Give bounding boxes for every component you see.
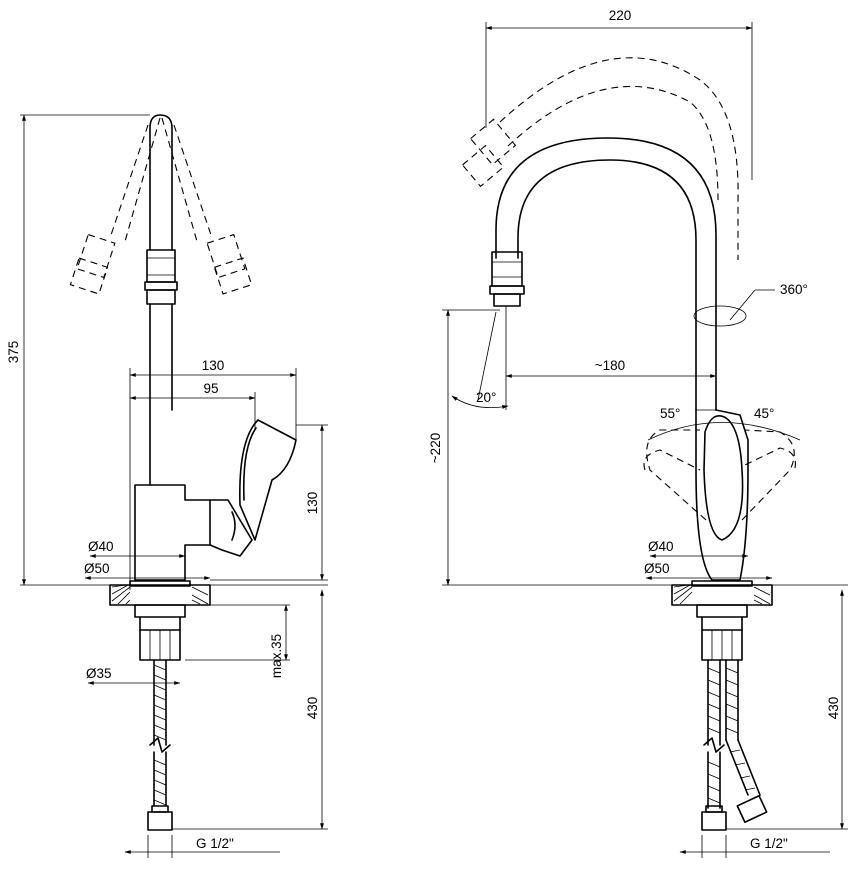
right-spout-diameter: Ø40 xyxy=(648,539,674,554)
left-hose-length: 430 xyxy=(305,697,320,720)
left-shank-diameter: Ø35 xyxy=(86,666,112,681)
left-spout-swing-right xyxy=(161,117,253,295)
left-body-height: 130 xyxy=(305,492,320,515)
left-spout-diameter: Ø40 xyxy=(88,539,114,554)
right-hose-length: 430 xyxy=(826,697,841,720)
right-body xyxy=(695,409,749,581)
right-hoses xyxy=(701,659,768,831)
right-base-diameter: Ø50 xyxy=(644,561,670,576)
right-spout-rotated xyxy=(461,57,739,260)
right-spray-angle: 20° xyxy=(476,390,496,405)
right-reach: ~180 xyxy=(595,358,625,373)
left-dimensions xyxy=(20,114,328,858)
left-body xyxy=(134,484,253,581)
left-spout xyxy=(144,114,178,486)
right-lever-swing-right xyxy=(741,429,796,521)
right-outlet-height: ~220 xyxy=(428,433,443,463)
right-rotation-ellipse xyxy=(693,289,775,327)
left-body-width: 95 xyxy=(203,381,218,396)
right-dimensions xyxy=(442,22,848,858)
right-spout-span: 220 xyxy=(609,8,632,23)
right-lever-angle-right: 45° xyxy=(754,406,774,421)
right-lever-angle-left: 55° xyxy=(660,406,680,421)
right-view: 220 360° ~180 ~220 20° 55° 45° Ø40 Ø50 4… xyxy=(428,8,848,858)
left-base-diameter: Ø50 xyxy=(84,561,110,576)
left-view: 375 130 95 130 Ø40 Ø50 max.35 Ø35 430 G … xyxy=(6,114,328,858)
right-spout xyxy=(489,137,717,411)
left-thread: G 1/2" xyxy=(196,836,234,851)
left-handle xyxy=(239,419,297,541)
left-mount-depth: max.35 xyxy=(269,634,284,678)
right-rotation: 360° xyxy=(780,282,808,297)
right-base xyxy=(671,580,773,661)
left-base xyxy=(109,580,211,661)
right-lever-swing-left xyxy=(643,429,707,521)
left-hose xyxy=(147,659,173,831)
left-height-total: 375 xyxy=(6,341,21,364)
right-thread: G 1/2" xyxy=(750,836,788,851)
left-handle-reach: 130 xyxy=(202,358,225,373)
left-spout-swing-left xyxy=(69,117,161,295)
